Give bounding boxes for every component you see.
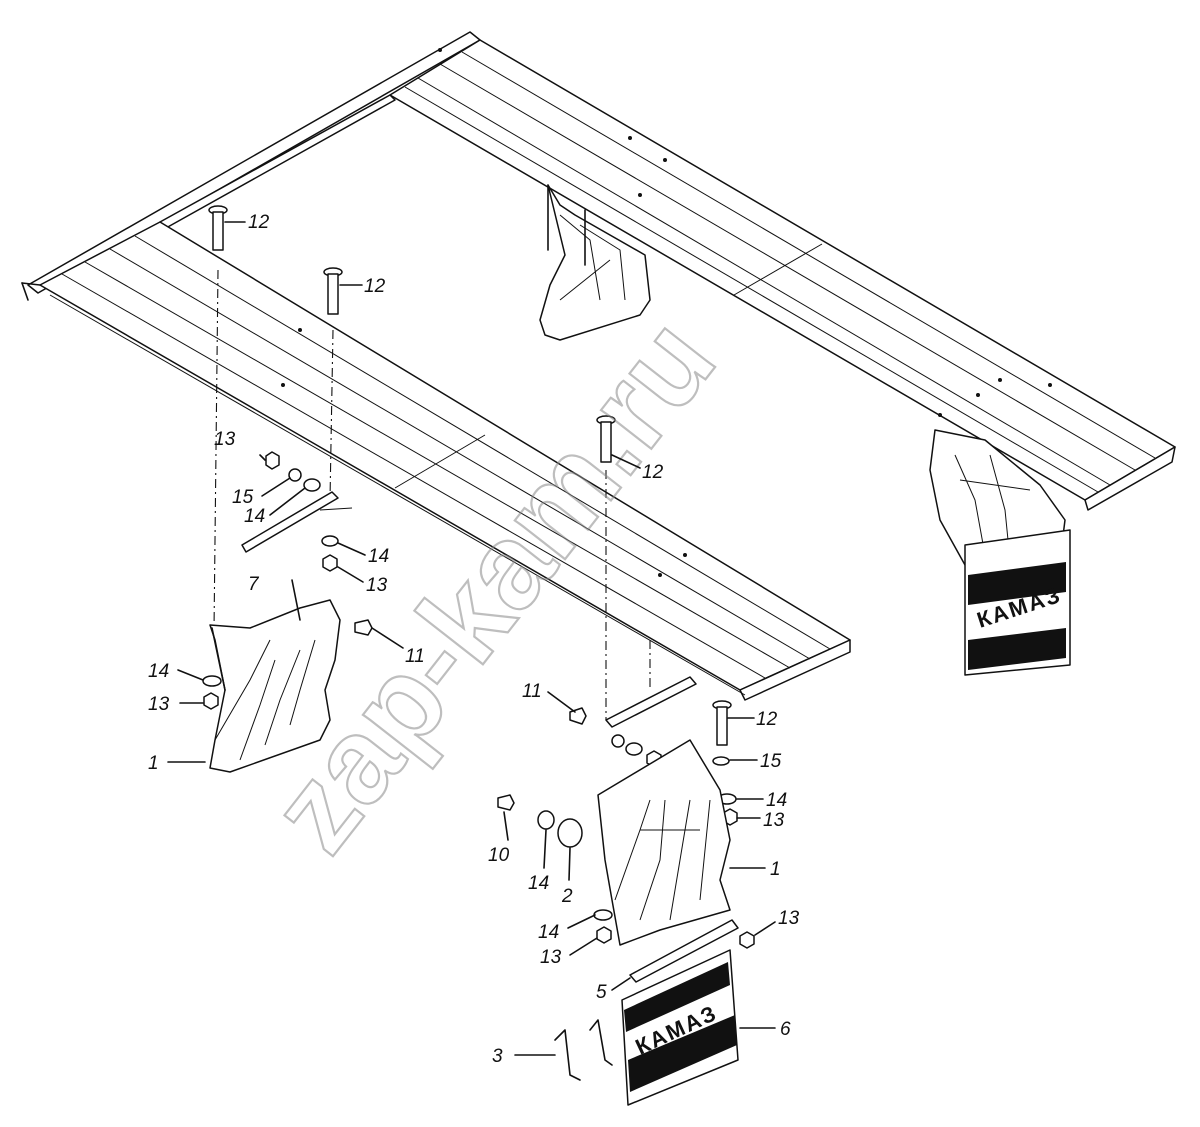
bolt-12-d [712,700,732,746]
callout-13: 13 [763,810,785,831]
callout-13: 13 [148,694,170,715]
mudguard-left [209,579,341,773]
callout-14: 14 [244,506,265,527]
callout-12: 12 [364,276,386,297]
callout-6: 6 [780,1019,791,1040]
callout-14: 14 [766,790,787,811]
callout-10: 10 [488,845,510,866]
callout-12: 12 [756,709,778,730]
bolt-12-a [208,205,228,251]
callout-12: 12 [642,462,664,483]
rear-mudguard-right: КАМАЗ [929,429,1071,676]
callout-13: 13 [778,908,800,929]
mudguard-right [597,739,731,946]
callout-1: 1 [770,859,781,880]
callout-labels: 12 12 12 12 13 15 14 7 14 13 11 14 13 1 … [148,212,800,1067]
hardware-right [497,676,755,983]
axis-line-b [329,329,334,501]
callout-2: 2 [561,886,573,907]
callout-1: 1 [148,753,159,774]
bolt-12-c [596,415,616,463]
bolt-12-b [323,267,343,315]
callout-11: 11 [405,646,425,667]
mudflap-front: КАМАЗ [621,949,739,1106]
callout-15: 15 [760,751,782,772]
callout-14: 14 [538,922,559,943]
callout-13: 13 [366,575,388,596]
callout-14: 14 [528,873,549,894]
callout-3: 3 [492,1046,503,1067]
leader-lines [167,221,776,1056]
fender-platform [21,31,1176,701]
callout-11: 11 [522,681,542,702]
callout-13: 13 [214,429,236,450]
callout-7: 7 [248,574,260,595]
hardware-left [202,451,373,710]
callout-15: 15 [232,487,254,508]
callout-14: 14 [148,661,169,682]
callout-14: 14 [368,546,389,567]
spring-clips [554,1019,613,1081]
axis-line-a [213,269,219,631]
rear-bracket-upper [539,184,651,341]
callout-5: 5 [596,982,607,1003]
callout-13: 13 [540,947,562,968]
callout-12: 12 [248,212,270,233]
